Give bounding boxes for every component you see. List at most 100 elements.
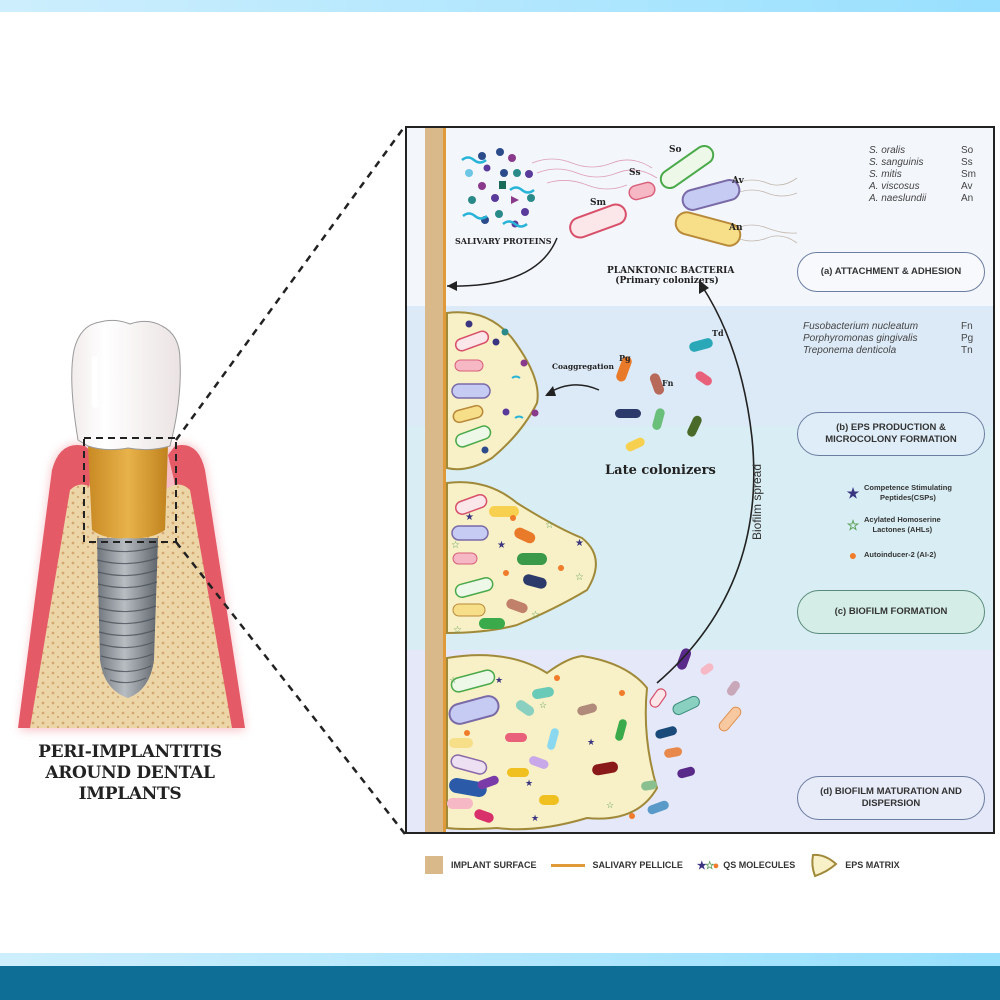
- species-row: Treponema denticola Tn: [803, 345, 993, 357]
- implant-surface-swatch-icon: [425, 856, 443, 874]
- stage-b-label-line-1: (b) EPS PRODUCTION &: [836, 422, 946, 433]
- implant-surface-strip: [425, 128, 445, 832]
- stage-a-label: (a) ATTACHMENT & ADHESION: [820, 266, 962, 277]
- legend-eps-matrix-label: EPS MATRIX: [845, 860, 900, 870]
- legend-implant-surface-label: IMPLANT SURFACE: [451, 860, 537, 870]
- species-name: A. viscosus: [869, 181, 920, 192]
- salivary-proteins-cluster: [461, 148, 535, 228]
- planktonic-label-line-2: (Primary colonizers): [615, 276, 719, 286]
- label-pg: Pg: [619, 353, 631, 363]
- species-row: A. viscosus Av: [869, 181, 987, 193]
- species-row: S. oralis So: [869, 145, 987, 157]
- biofilm-spread-arrowhead: [699, 280, 709, 294]
- species-row: S. mitis Sm: [869, 169, 987, 181]
- species-name: S. mitis: [869, 169, 902, 180]
- bacterium-ss: [628, 181, 656, 201]
- svg-text:☆: ☆: [606, 800, 614, 810]
- bacterium-av: [681, 179, 741, 211]
- species-abbr: So: [961, 145, 974, 156]
- label-ss: Ss: [629, 168, 641, 178]
- bottom-banner-dark: [0, 966, 1000, 1000]
- figure-title-line-2: AROUND DENTAL: [45, 763, 215, 783]
- svg-text:★: ★: [587, 737, 595, 747]
- biofilm-bacteria: ★ ★ ★ ☆ ☆ ☆ ☆ ☆: [451, 493, 584, 636]
- species-name: Treponema denticola: [803, 345, 897, 356]
- stage-b-pill: (b) EPS PRODUCTION & MICROCOLONY FORMATI…: [797, 412, 985, 456]
- qs-legend-text: Autoinducer-2 (AI-2): [864, 550, 936, 560]
- label-av: Av: [732, 176, 744, 186]
- legend-qs-molecules: ★☆● QS MOLECULES: [697, 859, 795, 872]
- eps-matrix-microcolony: [446, 311, 539, 471]
- label-sm: Sm: [590, 198, 607, 208]
- top-banner-bar: [0, 0, 1000, 12]
- ai2-dot-icon: ●: [848, 547, 858, 563]
- svg-text:★: ★: [495, 675, 503, 685]
- bottom-legend: IMPLANT SURFACE SALIVARY PELLICLE ★☆● QS…: [425, 850, 914, 880]
- svg-text:☆: ☆: [531, 610, 540, 621]
- svg-text:☆: ☆: [575, 572, 584, 583]
- species-abbr: Tn: [961, 345, 973, 356]
- label-td: Td: [712, 328, 724, 338]
- salivary-pellicle-line: [443, 128, 446, 832]
- coaggregation-label: Coaggregation: [552, 362, 614, 371]
- species-row: Fusobacterium nucleatum Fn: [803, 321, 993, 333]
- mature-biofilm-bacteria: ★ ★ ★ ★ ☆ ☆ ☆: [447, 669, 635, 823]
- implant-screw: [96, 538, 159, 698]
- species-name: Porphyromonas gingivalis: [803, 333, 918, 344]
- species-abbr: Fn: [961, 321, 973, 332]
- csp-star-icon: ★: [846, 484, 860, 501]
- biofilm-diagram: ★ ★ ★ ☆ ☆ ☆ ☆ ☆: [425, 128, 798, 832]
- qs-legend-line: Peptides(CSPs): [880, 493, 936, 502]
- species-row: S. sanguinis Ss: [869, 157, 987, 169]
- species-name: Fusobacterium nucleatum: [803, 321, 919, 332]
- pellicle-line-icon: [550, 863, 585, 867]
- ahl-star-outline-icon: ☆: [846, 516, 860, 533]
- svg-text:★: ★: [497, 540, 506, 551]
- species-abbr: Sm: [961, 169, 976, 180]
- planktonic-label-line-1: PLANKTONIC BACTERIA: [607, 266, 735, 276]
- calculus-deposit: [88, 442, 168, 539]
- dispersing-bacteria: [641, 648, 742, 815]
- late-colonizers-legend: Fusobacterium nucleatum Fn Porphyromonas …: [803, 321, 993, 357]
- figure-title-line-1: PERI-IMPLANTITIS: [38, 742, 222, 762]
- svg-text:★: ★: [575, 538, 584, 549]
- species-abbr: Av: [961, 181, 973, 192]
- svg-text:★: ★: [531, 813, 539, 823]
- svg-text:☆: ☆: [453, 625, 462, 636]
- bacterium-an: [674, 211, 742, 247]
- coaggregation-arrowhead: [545, 386, 556, 396]
- svg-text:☆: ☆: [451, 540, 460, 551]
- qs-legend-line: Acylated Homoserine: [864, 515, 941, 524]
- stage-d-label-line-1: (d) BIOFILM MATURATION AND: [820, 786, 962, 797]
- bottom-banner-light: [0, 953, 1000, 966]
- qs-legend-line: Lactones (AHLs): [872, 525, 933, 534]
- stage-b-label-line-2: MICROCOLONY FORMATION: [825, 434, 957, 445]
- biofilm-spread-label: Biofilm spread: [750, 463, 764, 540]
- species-name: S. oralis: [869, 145, 906, 156]
- species-abbr: Ss: [961, 157, 973, 168]
- svg-text:☆: ☆: [539, 700, 547, 710]
- crown-highlight: [92, 356, 98, 408]
- bacterium-sm: [569, 203, 627, 239]
- species-abbr: An: [961, 193, 974, 204]
- bacterium-so: [659, 144, 715, 190]
- label-fn: Fn: [662, 378, 674, 388]
- stage-d-label-line-2: DISPERSION: [861, 798, 921, 809]
- legend-salivary-pellicle-label: SALIVARY PELLICLE: [592, 860, 683, 870]
- adhesion-arrowhead: [447, 281, 457, 291]
- zoom-connector-top: [174, 125, 407, 441]
- legend-qs-molecules-label: QS MOLECULES: [723, 860, 796, 870]
- qs-legend-ai2: ● Autoinducer-2 (AI-2): [842, 547, 992, 563]
- svg-text:☆: ☆: [545, 520, 554, 531]
- svg-text:★: ★: [525, 778, 533, 788]
- legend-implant-surface: IMPLANT SURFACE: [425, 856, 537, 874]
- implant-crown: [71, 319, 181, 451]
- species-name: S. sanguinis: [869, 157, 924, 168]
- qs-legend-line: Autoinducer-2 (AI-2): [864, 550, 937, 559]
